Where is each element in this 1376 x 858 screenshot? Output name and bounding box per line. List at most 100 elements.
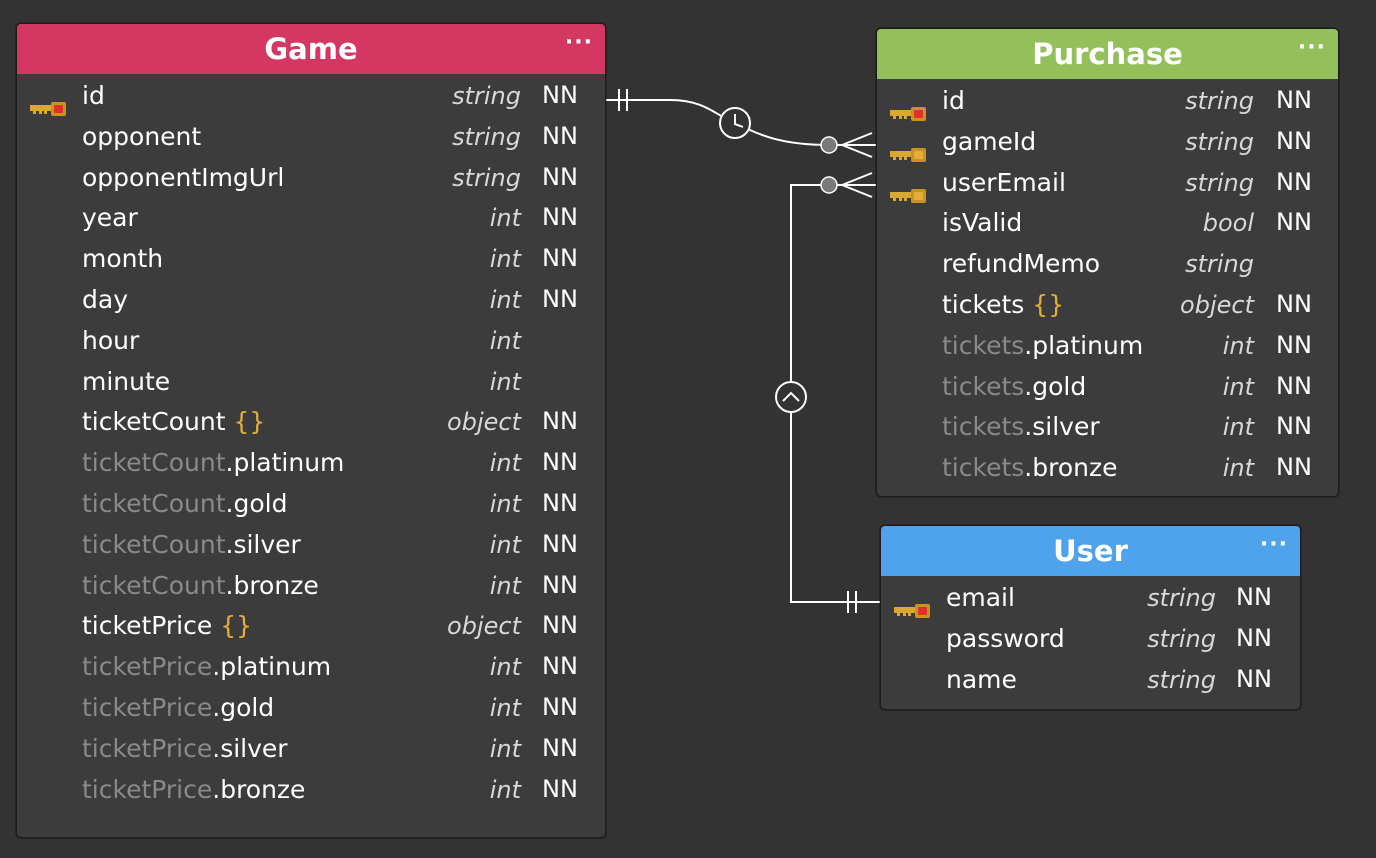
field-name-text: ticketPrice [82, 611, 213, 641]
not-null-flag: NN [1276, 208, 1312, 237]
field-name-text: email [946, 583, 1015, 612]
entity-header[interactable]: User ··· [881, 526, 1300, 576]
field-name: email [946, 583, 1015, 612]
field-row[interactable]: email string NN [881, 581, 1300, 622]
field-parent-name: tickets [942, 371, 1025, 401]
not-null-flag: NN [1236, 583, 1272, 611]
not-null-flag: NN [542, 652, 578, 681]
field-parent-name: ticketPrice [82, 733, 213, 763]
not-null-flag: NN [542, 529, 578, 558]
field-name: ticketCount.platinum [82, 448, 344, 477]
field-name-text: .bronze [225, 570, 319, 600]
field-type: string [452, 82, 521, 110]
field-name-text: opponent [82, 121, 202, 151]
field-name-text: day [82, 284, 128, 314]
field-type: string [1147, 584, 1216, 612]
field-type: string [452, 122, 521, 151]
field-name: month [82, 244, 163, 273]
field-type: int [489, 653, 521, 682]
field-type: int [489, 367, 521, 396]
field-name-text: isValid [942, 208, 1023, 238]
field-name-text: hour [82, 325, 140, 355]
field-name: ticketPrice.platinum [82, 652, 331, 681]
field-name: ticketCount.silver [82, 530, 301, 559]
field-name: ticketCount.bronze [82, 571, 319, 600]
field-type: int [489, 245, 521, 274]
field-name-text: ticketCount [82, 407, 226, 437]
field-name: minute [82, 367, 170, 396]
entity-header[interactable]: Purchase ··· [877, 29, 1338, 79]
field-name: hour [82, 326, 139, 355]
not-null-flag: NN [1276, 330, 1312, 359]
field-name-text: opponentImgUrl [82, 162, 285, 192]
field-name-text: .gold [225, 488, 288, 518]
field-type: string [1185, 168, 1254, 197]
more-options-icon[interactable]: ··· [1297, 35, 1326, 60]
field-row[interactable]: opponent string NN [17, 120, 605, 161]
object-braces-icon: {} [220, 611, 253, 641]
not-null-flag: NN [542, 692, 578, 721]
relationship-game-purchase[interactable] [604, 89, 876, 158]
field-parent-name: ticketCount [82, 488, 226, 518]
field-name: ticketCount{} [82, 407, 265, 436]
not-null-flag: NN [542, 570, 578, 599]
relationship-collapse-button[interactable] [775, 381, 807, 413]
field-name-text: .platinum [212, 652, 332, 682]
field-name: tickets.silver [942, 412, 1100, 441]
field-name: password [946, 624, 1065, 653]
many-crowsfoot [841, 132, 876, 158]
relationship-user-purchase[interactable] [775, 172, 880, 613]
field-name: opponent [82, 122, 201, 151]
field-type: string [1147, 665, 1216, 694]
field-name: tickets.gold [942, 372, 1086, 401]
field-name: isValid [942, 208, 1022, 237]
field-name: userEmail [942, 168, 1066, 197]
not-null-flag: NN [542, 121, 578, 150]
field-name: year [82, 203, 138, 232]
field-name: ticketPrice{} [82, 611, 252, 640]
field-name-text: month [82, 244, 164, 274]
more-options-icon[interactable]: ··· [1259, 532, 1288, 557]
field-row[interactable]: minute int [17, 365, 605, 406]
field-row[interactable]: ticketPrice.platinum int NN [17, 650, 605, 691]
field-type: int [489, 204, 521, 233]
field-name: ticketPrice.gold [82, 693, 274, 722]
not-null-flag: NN [1236, 664, 1272, 693]
not-null-flag: NN [542, 733, 578, 762]
clock-icon [734, 114, 744, 128]
chevron-up-icon [782, 391, 800, 402]
entity-header[interactable]: Game ··· [17, 24, 605, 74]
more-options-icon[interactable]: ··· [564, 30, 593, 55]
